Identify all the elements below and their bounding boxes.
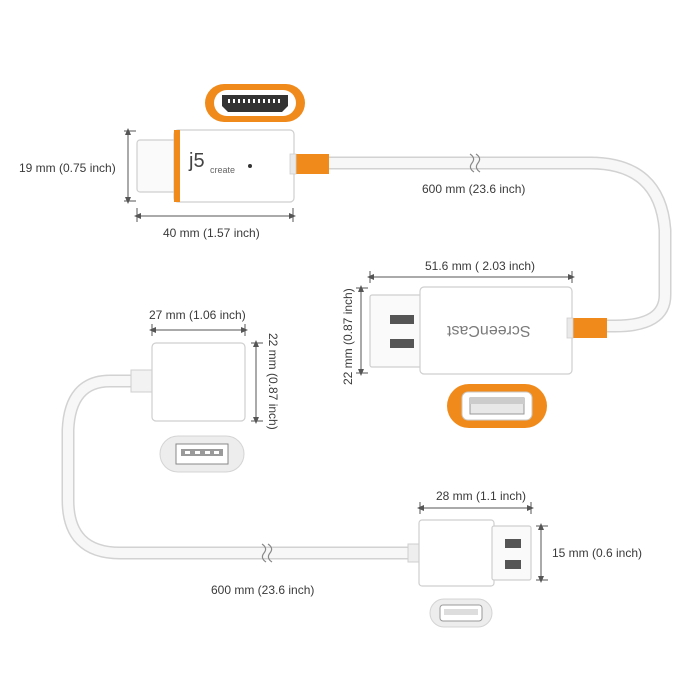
usb-a-female-icon xyxy=(159,435,245,473)
hdmi-plug xyxy=(136,129,329,203)
dimension-lines xyxy=(124,128,575,583)
usb-male-length-label: 28 mm (1.1 inch) xyxy=(436,489,527,503)
cable-break-icon xyxy=(469,153,481,173)
dongle-length-label: 51.6 mm ( 2.03 inch) xyxy=(425,259,536,273)
cable-bottom-length-label: 600 mm (23.6 inch) xyxy=(211,583,315,597)
dongle-height-label: 22 mm (0.87 inch) xyxy=(341,288,355,385)
usb-female-height-label: 22 mm (0.87 inch) xyxy=(266,333,280,430)
usb-a-male-plug xyxy=(407,519,532,587)
adapter-label: ScreenCast xyxy=(447,322,531,339)
cable-top-length-label: 600 mm (23.6 inch) xyxy=(422,182,526,196)
usb-a-port-icon xyxy=(429,598,493,628)
top-cable xyxy=(318,153,672,333)
usb-male-height-label: 15 mm (0.6 inch) xyxy=(552,546,643,560)
hdmi-connector-icon xyxy=(205,84,305,122)
usb-female-length-label: 27 mm (1.06 inch) xyxy=(149,308,246,322)
hdmi-height-label: 19 mm (0.75 inch) xyxy=(19,161,116,175)
usb-a-male-icon xyxy=(447,384,547,428)
brand-logo-text: j5 xyxy=(189,150,205,172)
usb-a-female-socket xyxy=(130,342,246,422)
cable-break-icon xyxy=(261,543,273,563)
hdmi-length-label: 40 mm (1.57 inch) xyxy=(163,226,260,240)
screencast-dongle xyxy=(369,286,607,375)
bottom-cable xyxy=(61,374,417,563)
brand-logo-sub: create xyxy=(210,165,236,175)
